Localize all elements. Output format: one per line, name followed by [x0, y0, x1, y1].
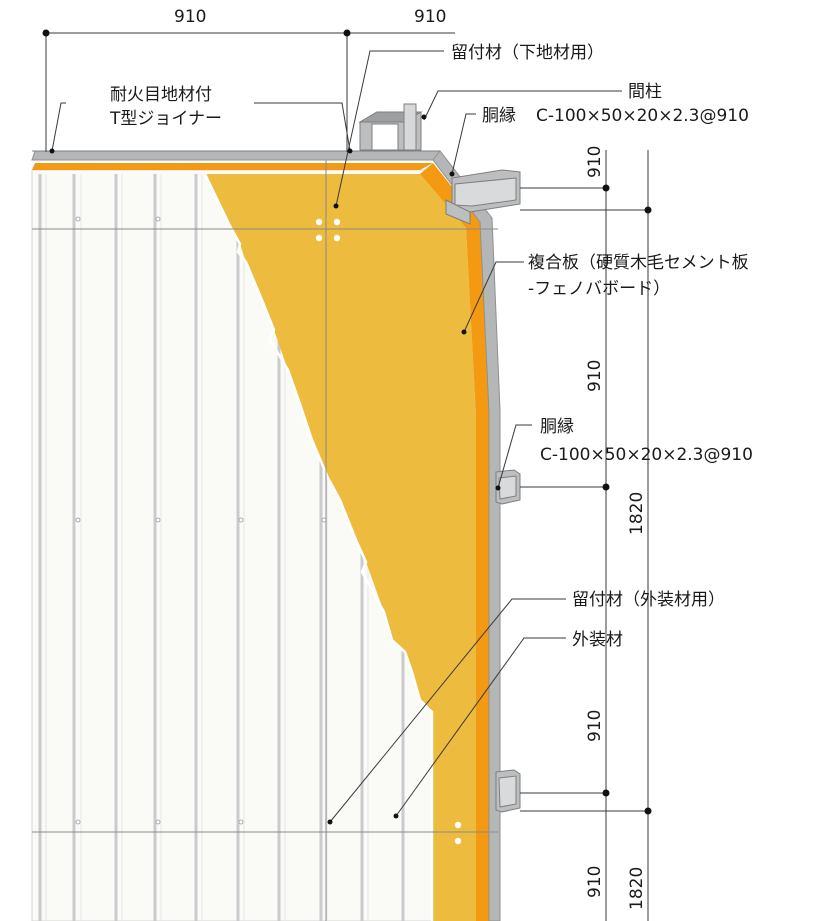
- dim-top-left: 910: [174, 7, 206, 27]
- dim-top-right: 910: [414, 7, 446, 27]
- dim-right-f: 1820: [627, 867, 647, 910]
- panel-fastener-dots: [75, 216, 327, 825]
- dim-right-e: 910: [585, 866, 605, 898]
- girt-top: [445, 169, 521, 225]
- label-girt-mid-1: 胴縁: [540, 417, 574, 437]
- girt-bottom: [495, 769, 521, 813]
- label-stud: 間柱: [628, 82, 662, 102]
- dim-right-c: 1820: [627, 492, 647, 535]
- label-girt-top-1: 胴縁: [482, 106, 516, 126]
- label-exterior: 外装材: [572, 630, 623, 650]
- dim-right-a: 910: [585, 146, 605, 178]
- steel-frame: [31, 150, 501, 921]
- board-fastener-dots: [315, 218, 462, 845]
- label-girt-top-2: C-100×50×20×2.3@910: [536, 106, 749, 126]
- label-joiner-2: T型ジョイナー: [109, 109, 222, 129]
- leader-lines: [49, 50, 622, 825]
- right-dimension-lines: [520, 150, 652, 921]
- dim-right-d: 910: [585, 710, 605, 742]
- girt-mid: [495, 469, 521, 505]
- label-fastener-substrate: 留付材（下地材用）: [451, 43, 604, 63]
- label-girt-mid-2: C-100×50×20×2.3@910: [540, 445, 753, 465]
- stud-column: [358, 103, 423, 151]
- board-edge: [420, 163, 489, 921]
- label-joiner-1: 耐火目地材付: [110, 85, 212, 105]
- label-composite-1: 複合板（硬質木毛セメント板: [528, 253, 749, 273]
- label-composite-2: -フェノバボード）: [528, 279, 670, 299]
- label-fastener-exterior: 留付材（外装材用）: [572, 590, 725, 610]
- dim-right-b: 910: [585, 360, 605, 392]
- composite-board: [32, 163, 489, 921]
